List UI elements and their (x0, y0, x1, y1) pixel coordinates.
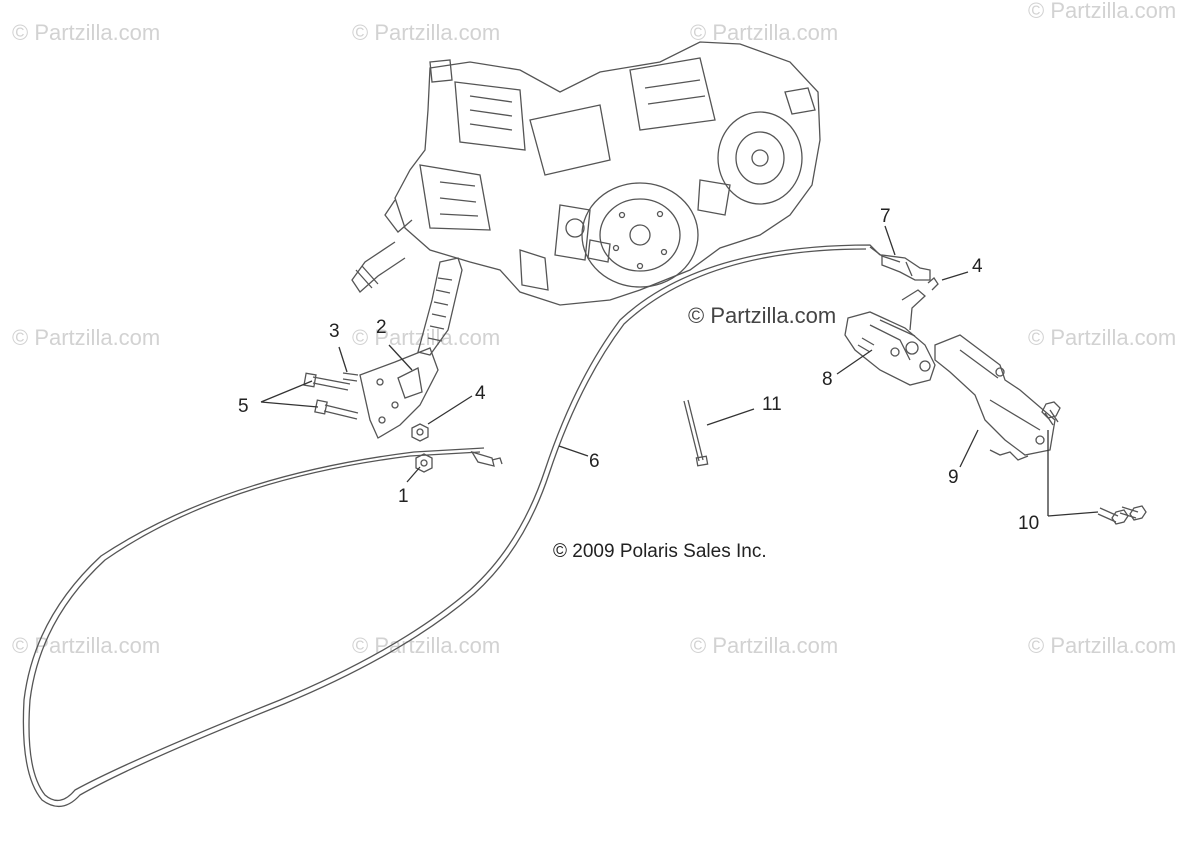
callout-2: 2 (376, 317, 387, 338)
bolt-5b (314, 399, 359, 420)
nut-1 (415, 453, 433, 473)
spring-4-right (927, 277, 939, 291)
bolt-5a (303, 372, 351, 391)
watermark: © Partzilla.com (12, 633, 161, 658)
watermark: © Partzilla.com (352, 325, 501, 350)
engine-transmission-illustration (351, 41, 821, 306)
callout-8: 8 (822, 369, 833, 390)
pin-3 (342, 372, 359, 382)
clip-7 (881, 254, 931, 281)
bolt-10-b (1097, 507, 1129, 525)
bolt-11 (683, 399, 709, 467)
brake-cable (22, 244, 901, 807)
copyright-notice: © 2009 Polaris Sales Inc. (553, 541, 767, 562)
callout-7: 7 (880, 206, 891, 227)
bracket-9 (934, 334, 1056, 461)
callout-3: 3 (329, 321, 340, 342)
watermark: © Partzilla.com (690, 20, 839, 45)
watermark: © Partzilla.com (1028, 0, 1177, 23)
callout-11: 11 (762, 394, 782, 415)
watermark: © Partzilla.com (12, 325, 161, 350)
bolt-10-a (1041, 401, 1061, 426)
callout-4-left: 4 (475, 383, 486, 404)
callout-4-right: 4 (972, 256, 983, 277)
center-watermark: © Partzilla.com (688, 303, 837, 328)
callout-6: 6 (589, 451, 600, 472)
watermark: © Partzilla.com (352, 20, 501, 45)
watermark: © Partzilla.com (12, 20, 161, 45)
watermark: © Partzilla.com (1028, 633, 1177, 658)
caliper-8 (844, 289, 936, 386)
watermark: © Partzilla.com (1028, 325, 1177, 350)
callout-9: 9 (948, 467, 959, 488)
callout-10: 10 (1018, 513, 1040, 534)
callout-5: 5 (238, 396, 249, 417)
leader-lines (260, 225, 1099, 517)
watermark: © Partzilla.com (690, 633, 839, 658)
brake-lever-illustration (359, 257, 463, 439)
nut-4-left (411, 423, 429, 442)
callout-1: 1 (398, 486, 409, 507)
bolt-10-c (1119, 505, 1147, 521)
